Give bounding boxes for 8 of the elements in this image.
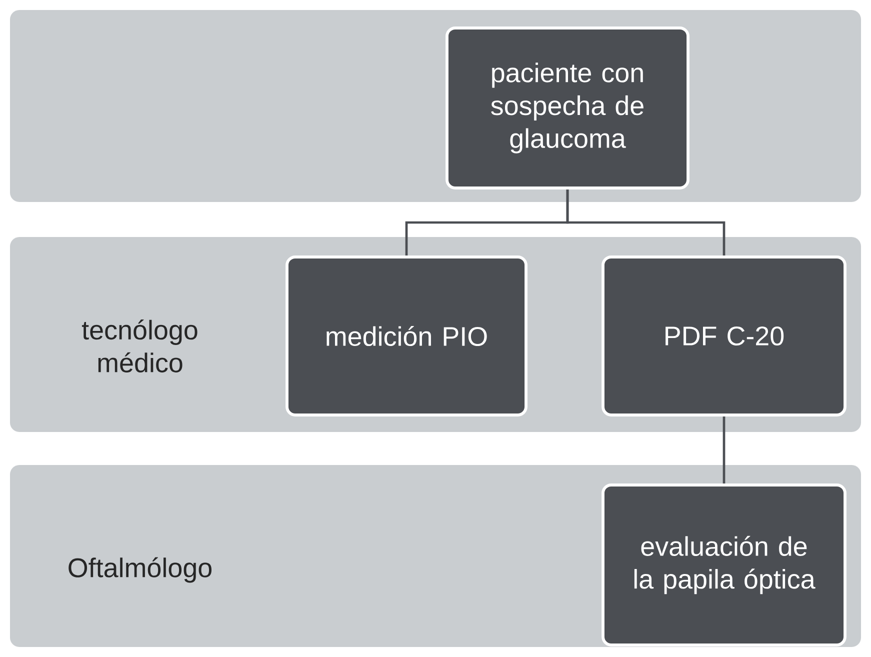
connector-line	[722, 416, 726, 484]
connector-line	[566, 189, 726, 256]
process-box: medición PIO	[286, 256, 528, 416]
lane-label: Oftalmólogo	[68, 557, 212, 583]
process-box: PDF C-20	[602, 256, 846, 416]
lane-label: tecnólogo médico	[82, 320, 198, 372]
process-box: paciente con sospecha de glaucoma	[446, 26, 690, 190]
process-box: evaluación de la papila óptica	[602, 484, 846, 646]
